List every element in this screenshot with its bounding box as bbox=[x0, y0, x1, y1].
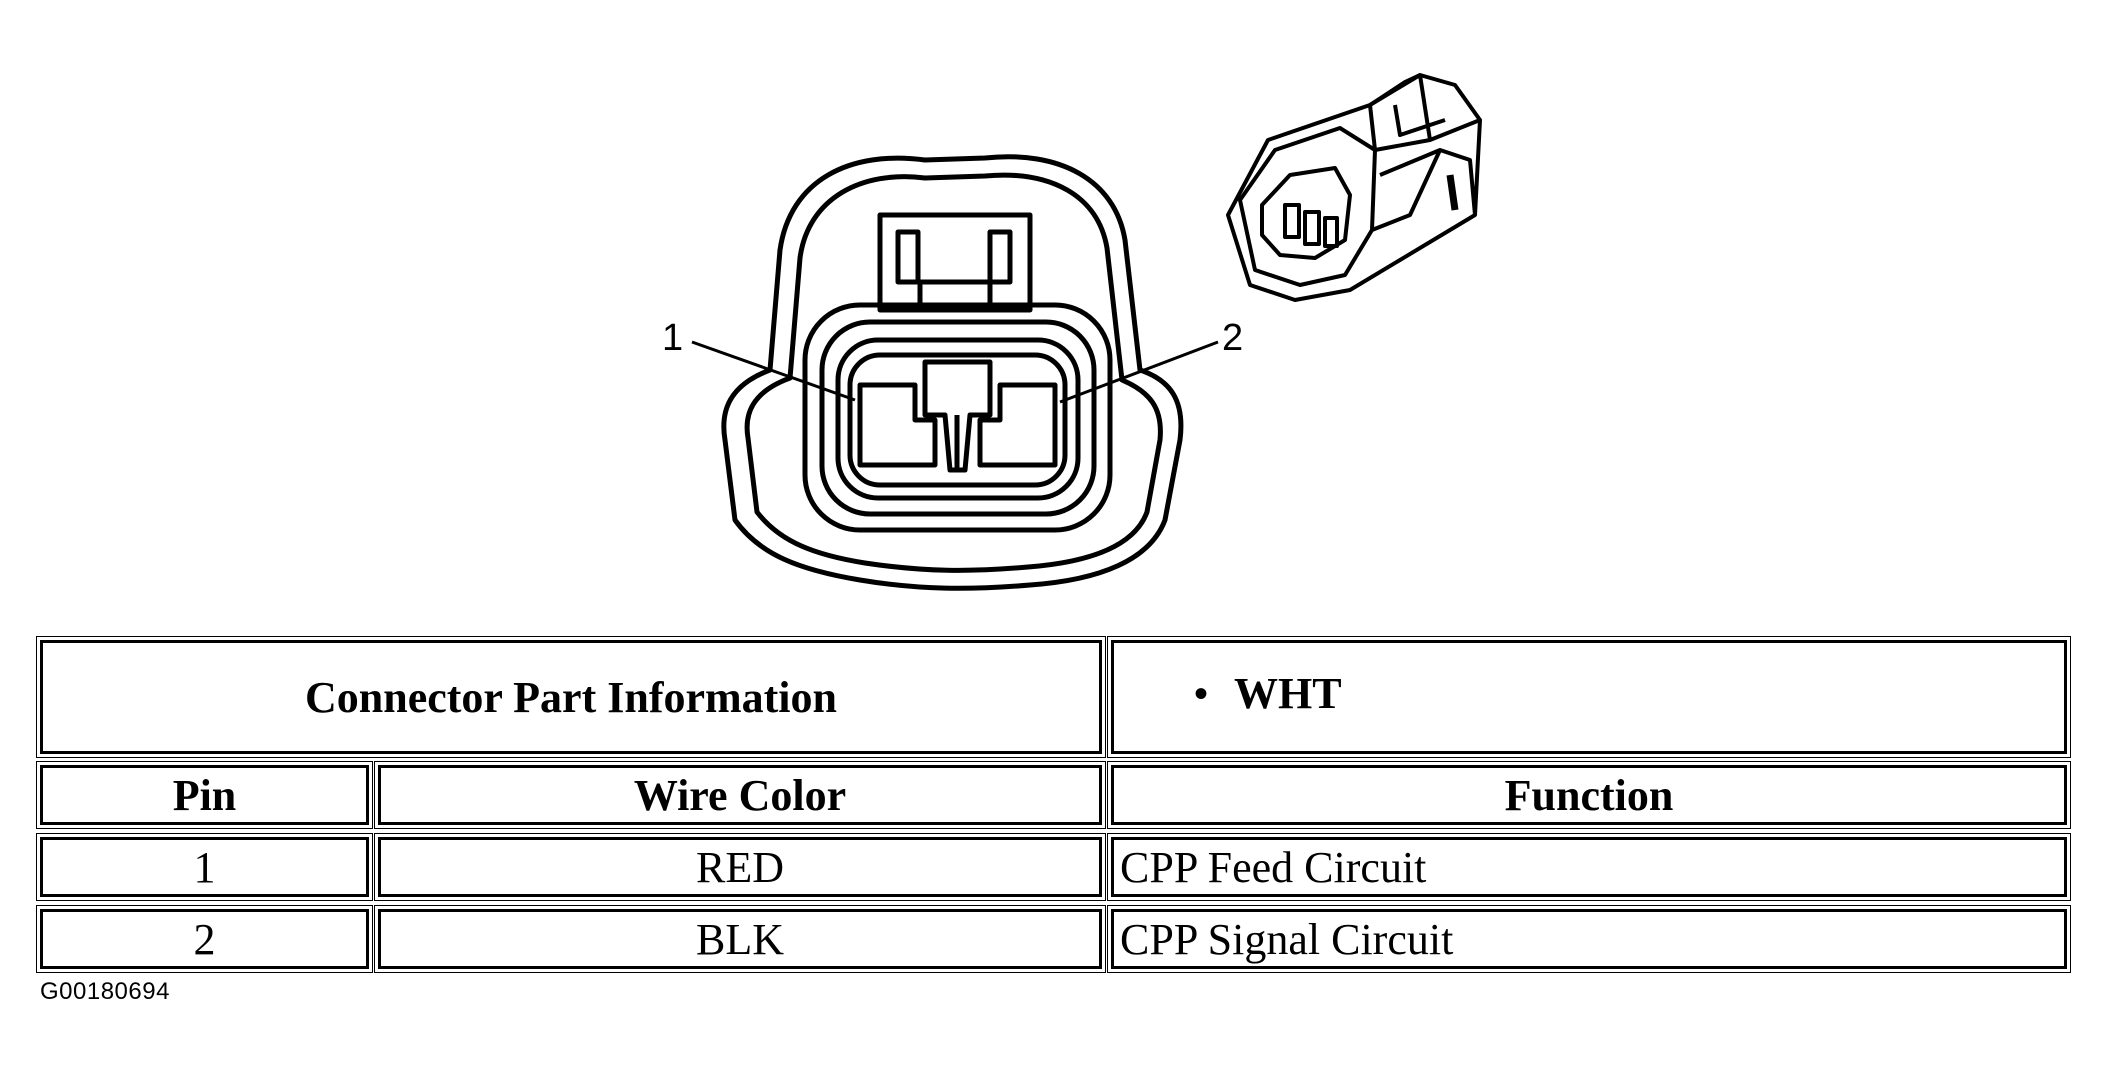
connector-part-info-title-cell: Connector Part Information bbox=[36, 636, 1106, 758]
connector-color-cell: • WHT bbox=[1107, 636, 2071, 758]
pin-2-callout: 2 bbox=[1222, 317, 1243, 359]
row-1-pin-cell: 1 bbox=[36, 833, 373, 901]
row-1-function-cell: CPP Feed Circuit bbox=[1107, 833, 2071, 901]
connector-isometric-view bbox=[1226, 73, 1482, 302]
column-header-wire-color: Wire Color bbox=[374, 761, 1106, 829]
connector-color-value: WHT bbox=[1234, 668, 1342, 718]
connector-part-info-title: Connector Part Information bbox=[305, 672, 837, 722]
column-header-pin: Pin bbox=[36, 761, 373, 829]
row-1-wire-color-cell: RED bbox=[374, 833, 1106, 901]
pin-1-callout: 1 bbox=[662, 317, 683, 359]
bullet-icon: • bbox=[1194, 670, 1209, 716]
row-2-function-cell: CPP Signal Circuit bbox=[1107, 905, 2071, 973]
connector-face-view bbox=[721, 154, 1184, 591]
pin-2-leader-line bbox=[1059, 340, 1219, 404]
figure-id: G00180694 bbox=[40, 978, 170, 1005]
connector-diagram: 1 2 bbox=[662, 73, 1482, 591]
row-2-wire-color-cell: BLK bbox=[374, 905, 1106, 973]
column-header-function: Function bbox=[1107, 761, 2071, 829]
pin-1-leader-line bbox=[691, 340, 856, 402]
row-2-pin-cell: 2 bbox=[36, 905, 373, 973]
